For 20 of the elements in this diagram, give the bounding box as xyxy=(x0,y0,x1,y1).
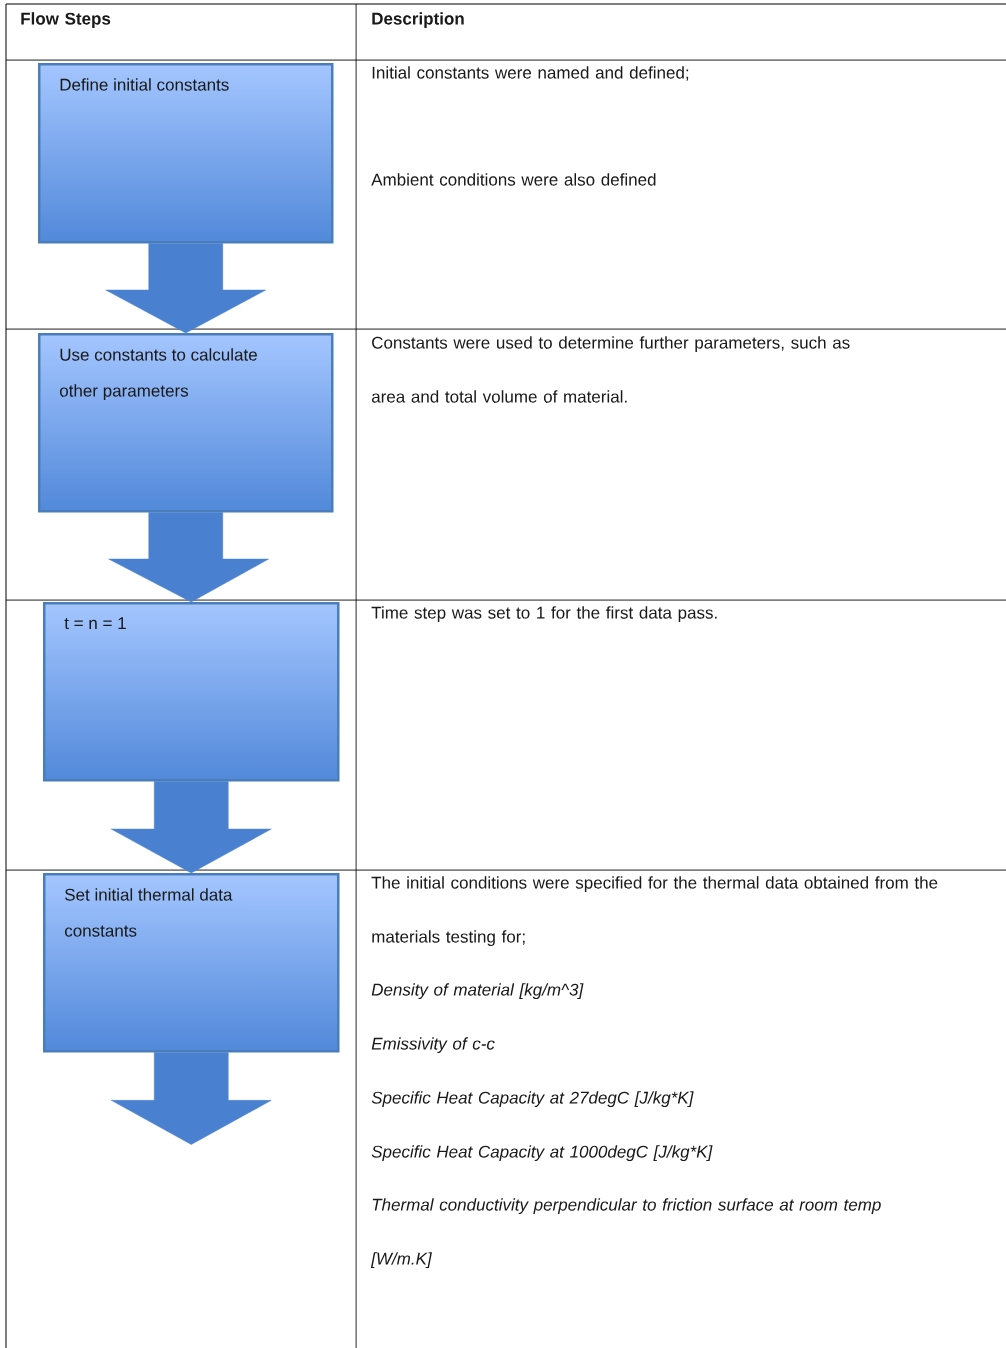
list-item: Density of material [kg/m^3] xyxy=(371,983,584,1000)
description-text: Time step was set to 1 for the first data pass. xyxy=(371,606,717,623)
description-text: Initial constants were named and defined; xyxy=(372,66,689,81)
description-text: Constants were used to determine further parameters, such as area and total volume of material. xyxy=(371,336,850,403)
list-item: Thermal conductivity perpendicular to friction surface at room temp [W/m.K] xyxy=(370,1198,881,1269)
description-text: Ambient conditions were also defined xyxy=(371,173,656,186)
list-item: Specific Heat Capacity at 1000degC [J/kg*K] xyxy=(371,1145,713,1162)
process-box: Use constants to calculate other parameters xyxy=(38,333,334,513)
list-item: Specific Heat Capacity at 27degC [J/kg*K] xyxy=(371,1091,694,1108)
arrow xyxy=(111,781,272,874)
list-item: Emissivity of c-c xyxy=(371,1037,495,1054)
process-box: Define initial constants xyxy=(38,63,334,244)
column-header: Description xyxy=(372,12,464,29)
process-box: Set initial thermal data constants xyxy=(43,873,340,1053)
column-header: Flow Steps xyxy=(21,12,111,29)
arrow xyxy=(105,243,266,334)
description-text: The initial conditions were specified for the thermal data obtained from the materials testing for; xyxy=(371,876,938,947)
arrow xyxy=(111,1052,272,1145)
process-box: t = n = 1 xyxy=(43,602,340,782)
arrow xyxy=(108,512,269,603)
